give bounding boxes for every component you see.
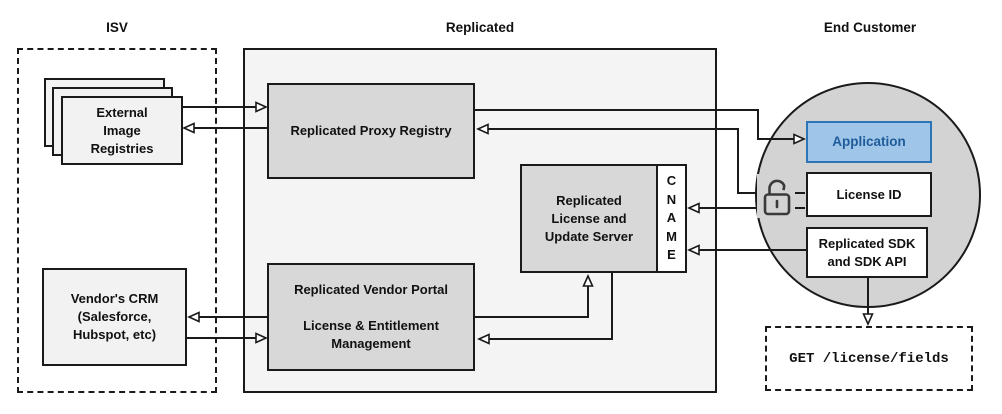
cname-letter: E [667,247,676,263]
license-server-node: Replicated License and Update Server [520,164,656,273]
get-endpoint-box: GET /license/fields [765,326,973,391]
section-label-isv: ISV [106,20,128,35]
cname-letter: A [666,210,677,226]
get-endpoint-label: GET /license/fields [789,350,949,367]
unlock-icon [757,174,795,218]
node-label-line: Image [103,122,141,138]
cname-box: C N A M E [656,164,687,273]
node-label-line: Replicated [556,192,622,208]
license-id-node: License ID [806,172,932,217]
node-label-line: External [96,104,148,120]
node-label-line: Vendor's CRM [70,291,159,306]
node-label-line: Replicated SDK [818,235,916,251]
node-label: Application [832,134,906,149]
section-label-replicated: Replicated [445,20,515,35]
node-label-line: Management [331,336,411,351]
node-label-line: and SDK API [827,253,907,269]
node-label-line: License and [551,210,627,226]
vendor-portal-node: Replicated Vendor Portal License & Entit… [267,263,475,371]
node-label-line: License & Entitlement [303,318,439,333]
section-label-end-customer: End Customer [823,20,917,35]
sdk-node: Replicated SDK and SDK API [806,227,928,278]
arrowhead [862,313,874,326]
unlock-icon-glyph [763,179,791,216]
node-label-line: Hubspot, etc) [72,327,157,342]
node-label: Replicated Proxy Registry [290,123,452,138]
proxy-registry-node: Replicated Proxy Registry [267,83,475,179]
node-label-line: (Salesforce, [77,309,152,324]
isv-dashed-box [17,48,217,393]
application-node: Application [806,121,932,163]
vendor-crm-node: Vendor's CRM (Salesforce, Hubspot, etc) [42,268,187,366]
node-label-line: Registries [90,140,154,156]
cname-letter: M [666,228,677,244]
node-label: License ID [836,186,902,202]
cname-letter: C [666,173,677,189]
cname-letter: N [666,191,677,207]
node-label-line: Update Server [544,228,634,244]
node-title: Replicated Vendor Portal [294,282,448,297]
external-image-registries-node: External Image Registries [61,96,183,165]
